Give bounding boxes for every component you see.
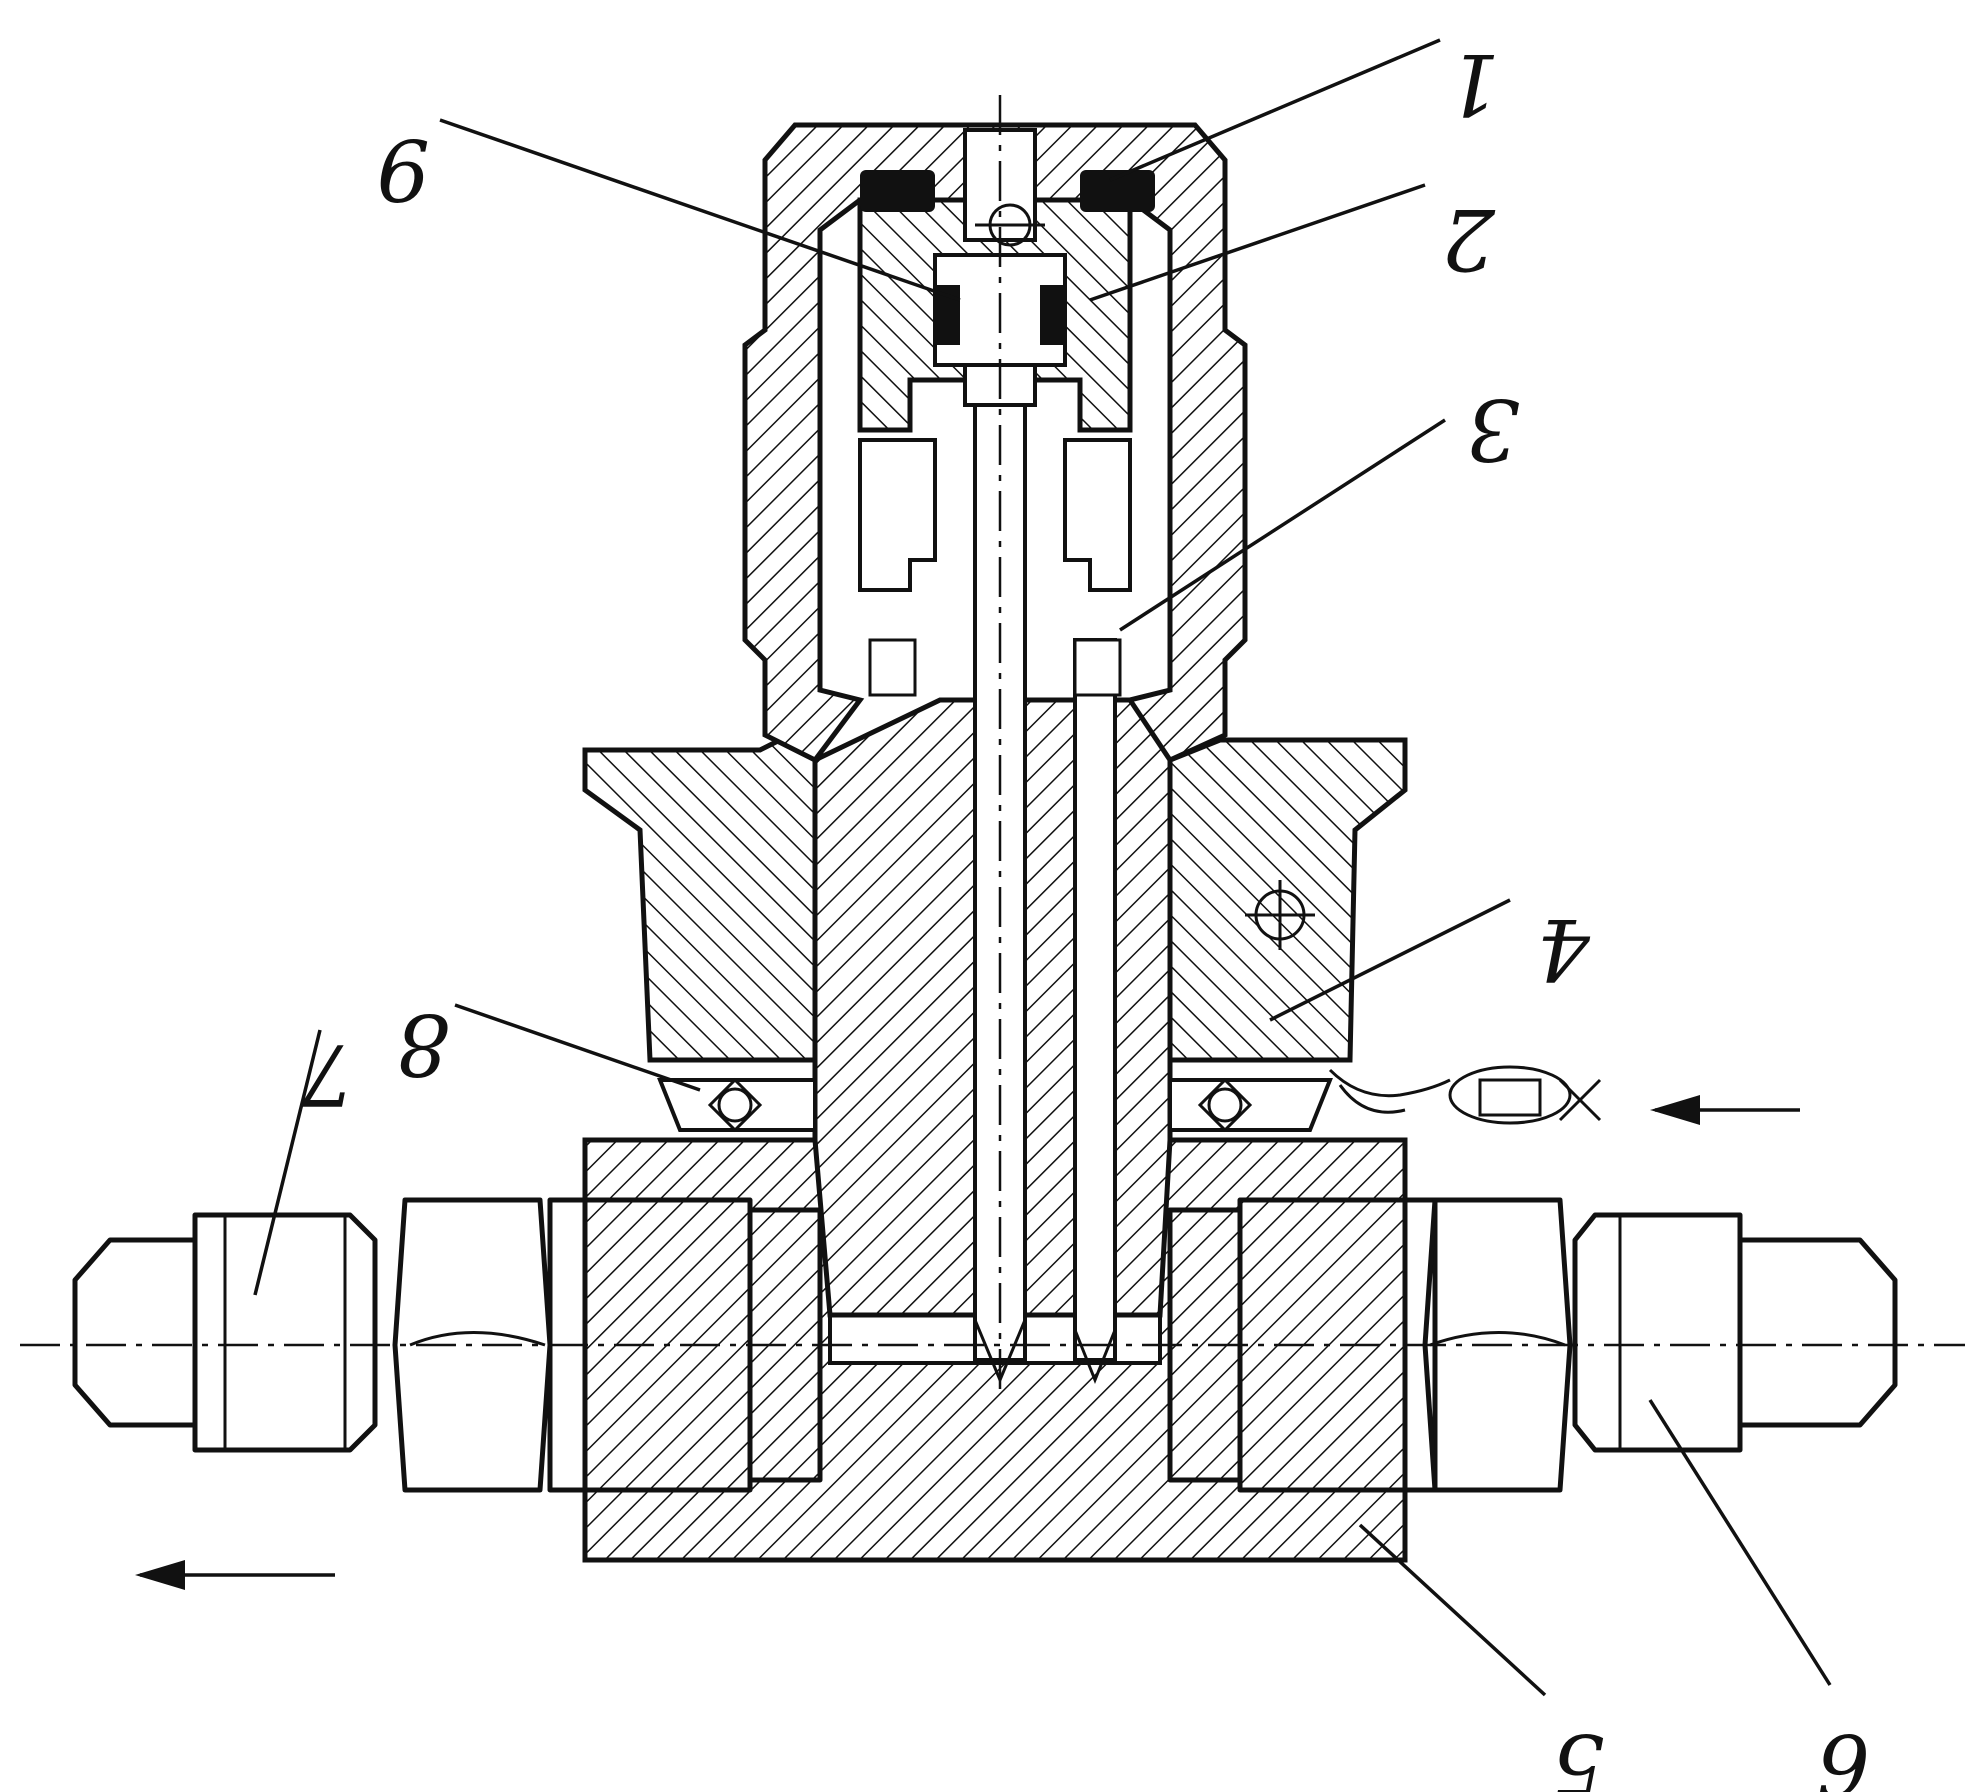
callout-5: 5 xyxy=(1552,1715,1605,1792)
ball-seats xyxy=(657,1077,1333,1133)
seals xyxy=(860,170,1155,345)
callout-9: 9 xyxy=(377,120,430,218)
leader-lines xyxy=(253,38,1832,1697)
center-lines xyxy=(20,95,1965,1390)
callout-labels: 1 2 3 4 5 6 7 8 9 xyxy=(301,35,1870,1792)
flow-arrow-outlet xyxy=(135,1560,335,1590)
flow-arrow-inlet xyxy=(1650,1095,1800,1125)
callout-8: 8 xyxy=(397,995,450,1093)
safety-wire xyxy=(1328,1065,1602,1125)
upper-housing xyxy=(742,122,1248,764)
callout-6: 6 xyxy=(1817,1715,1870,1792)
callout-2: 2 xyxy=(1442,190,1496,288)
callout-7: 7 xyxy=(301,1025,355,1123)
callout-4: 4 xyxy=(1537,900,1591,998)
callout-1: 1 xyxy=(1447,35,1500,133)
spring-chamber xyxy=(858,438,1132,697)
callout-3: 3 xyxy=(1467,380,1520,478)
